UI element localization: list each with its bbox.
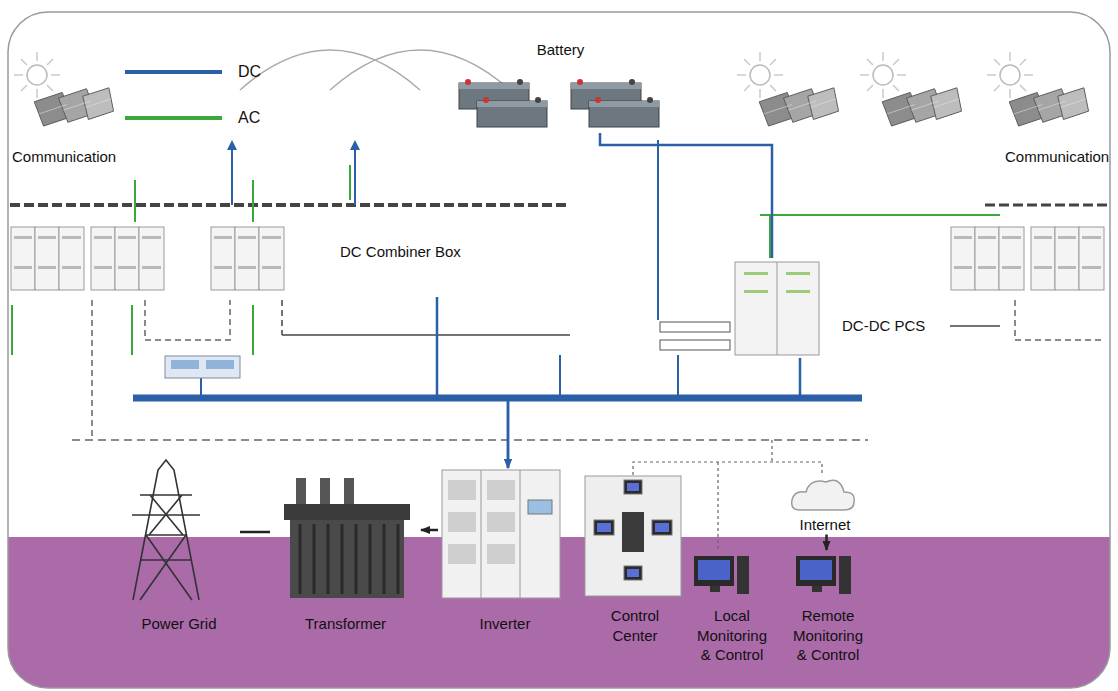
sun-icon: [14, 52, 60, 98]
legend-text: DC: [238, 62, 261, 83]
leader-line: [950, 325, 1000, 327]
sun-icon: [737, 52, 783, 98]
dc-wire: [200, 378, 202, 398]
dc-connector: [437, 297, 508, 468]
battery-icon: [477, 97, 547, 127]
node-caption: Inverter: [438, 614, 572, 634]
transformer-icon: [284, 478, 410, 598]
communication-line: [10, 203, 570, 207]
communication-line: [145, 300, 230, 340]
legend-line-dc: [125, 70, 222, 74]
pcs-led: [744, 272, 810, 293]
pcs-unit: DC-DC PCS: [730, 258, 951, 358]
inverter-unit: Inverter: [438, 468, 572, 634]
node-caption: Remote Monitoring & Control: [788, 606, 868, 665]
solar-panel: [759, 88, 838, 126]
combiner-cabinet: [1031, 227, 1104, 290]
communication-label: Communication: [1005, 147, 1109, 167]
transformer-unit: Transformer: [270, 468, 421, 634]
ac-wire: [349, 165, 351, 200]
dc-wire: [559, 355, 561, 398]
pcs-rail: [660, 322, 730, 332]
power-connector: [825, 535, 828, 551]
local-monitoring: Local Monitoring & Control: [688, 550, 776, 665]
pcs-cabinet: [777, 262, 778, 355]
node-caption: Control Center: [600, 606, 670, 645]
ac-wire: [131, 305, 133, 355]
communication-line: [91, 300, 93, 440]
arc: [240, 50, 420, 90]
node-caption: Internet: [780, 515, 870, 535]
dc-wire: [354, 145, 356, 205]
monitor-icon: [694, 556, 749, 594]
combiner-cabinet: [951, 227, 1024, 290]
monitor-icon: [796, 556, 851, 594]
control-center-icon: [585, 476, 681, 596]
ac-wire: [134, 180, 136, 222]
node-caption: DC-DC PCS: [842, 316, 951, 336]
meter-device: [165, 356, 240, 378]
sun-icon: [987, 52, 1033, 98]
ac-wire: [11, 305, 13, 355]
inverter-icon: [442, 470, 560, 598]
communication-line: [1015, 300, 1105, 340]
cloud-icon: [792, 480, 855, 510]
solar-panel: [34, 88, 113, 126]
pcs-rail: [660, 340, 730, 350]
battery-icon: [589, 97, 659, 127]
communication-line: [633, 462, 822, 476]
solar-panel: [1009, 88, 1088, 126]
communication-line: [281, 300, 283, 335]
combiner-box-group: DC Combiner Box: [8, 222, 494, 297]
solar-panel: [882, 88, 961, 126]
meter-screen: [206, 360, 234, 369]
node-caption: Power Grid: [118, 614, 240, 634]
remote-monitoring: Remote Monitoring & Control: [782, 550, 874, 665]
node-caption: Local Monitoring & Control: [692, 606, 772, 665]
internet-cloud: Internet: [780, 478, 870, 535]
battery-group: Battery: [450, 38, 671, 133]
combiner-cabinet: [11, 227, 84, 290]
communication-line: [771, 440, 772, 462]
power-connector: [240, 531, 270, 534]
dc-wire: [231, 145, 233, 205]
ac-wire: [769, 215, 771, 258]
arrow-head: [227, 140, 237, 150]
dc-connector: [508, 358, 800, 468]
ac-wire: [252, 180, 254, 222]
pcs-cabinet: [735, 262, 819, 355]
node-caption: DC Combiner Box: [340, 242, 494, 262]
dc-wire: [677, 355, 679, 398]
communication-line: [717, 462, 718, 552]
node-caption: Battery: [450, 40, 671, 60]
legend-text: AC: [238, 108, 260, 129]
legend-line-ac: [125, 116, 222, 120]
sun-icon: [860, 52, 906, 98]
ac-wire: [760, 214, 1000, 216]
node-caption: Transformer: [270, 614, 421, 634]
meter-screen: [171, 360, 199, 369]
dc-connector: [600, 133, 772, 258]
communication-line: [72, 439, 868, 441]
combiner-cabinet: [91, 227, 164, 290]
outer-frame: [8, 12, 1110, 688]
combiner-cabinet: [211, 227, 284, 290]
arrow-head: [350, 140, 360, 150]
dc-wire: [657, 140, 659, 320]
power-grid: Power Grid: [118, 455, 240, 634]
communication-line: [985, 204, 1110, 207]
communication-line: [282, 334, 570, 336]
control-center: Control Center: [580, 468, 690, 645]
communication-label: Communication: [12, 147, 116, 167]
power-connector: [421, 529, 438, 532]
ac-wire: [252, 305, 254, 355]
tower-icon: [132, 460, 200, 600]
